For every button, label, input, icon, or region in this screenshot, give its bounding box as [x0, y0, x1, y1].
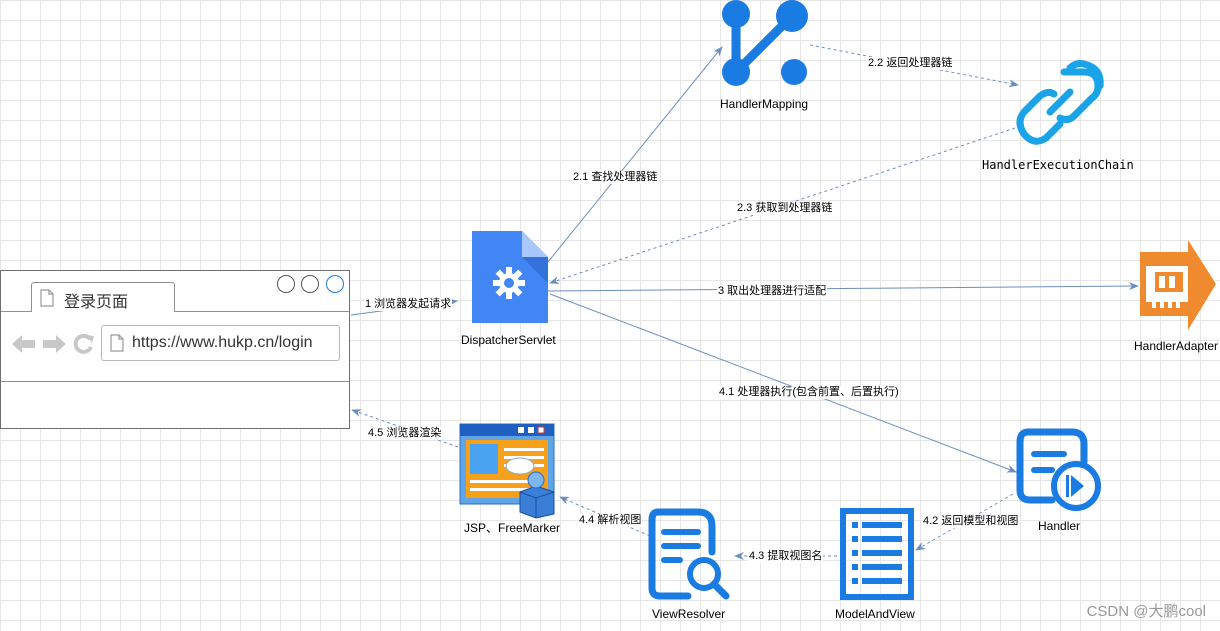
- forward-arrow-icon[interactable]: [41, 333, 67, 355]
- edge-3-label: 3 取出处理器进行适配: [717, 285, 828, 298]
- url-text: https://www.hukp.cn/login: [132, 334, 313, 351]
- edge-1-label: 1 浏览器发起请求: [364, 298, 453, 311]
- chain-link-icon: [1016, 60, 1104, 145]
- handler-execution-chain-label: HandlerExecutionChain: [982, 158, 1134, 172]
- edge-2-3-label: 2.3 获取到处理器链: [736, 202, 834, 215]
- edge-2-1-label: 2.1 查找处理器链: [572, 171, 659, 184]
- page-icon: [110, 334, 124, 352]
- network-card-icon: [1140, 240, 1216, 330]
- handler-label: Handler: [1038, 519, 1081, 533]
- edge-4-5-label: 4.5 浏览器渲染: [367, 427, 443, 440]
- gear-document-icon: [472, 231, 548, 323]
- refresh-icon[interactable]: [72, 333, 96, 355]
- browser-tab-title: 登录页面: [64, 294, 129, 311]
- handler-mapping-label: HandlerMapping: [720, 97, 809, 111]
- view-resolver-label: ViewResolver: [652, 607, 726, 621]
- page-icon: [40, 289, 54, 307]
- window-button-3[interactable]: [326, 275, 344, 293]
- jsp-freemarker-label: JSP、FreeMarker: [464, 521, 561, 535]
- browser-tabbar: 登录页面: [1, 271, 349, 312]
- browser-window: 登录页面 https://www.hukp.cn/login: [0, 270, 350, 429]
- browser-tab[interactable]: 登录页面: [31, 282, 175, 312]
- dispatcher-servlet-label: DispatcherServlet: [461, 333, 556, 347]
- edge-4-2-label: 4.2 返回模型和视图: [922, 515, 1020, 528]
- back-arrow-icon[interactable]: [11, 333, 37, 355]
- edge-2-2-label: 2.2 返回处理器链: [867, 57, 954, 70]
- handler-adapter-label: HandlerAdapter: [1134, 339, 1219, 353]
- edge-4-4-label: 4.4 解析视图: [578, 514, 643, 527]
- watermark: CSDN @大鹏cool: [1086, 603, 1206, 620]
- hierarchy-icon: [722, 0, 808, 86]
- browser-navbar: https://www.hukp.cn/login: [1, 311, 349, 382]
- edge-2-3: [549, 127, 1016, 284]
- window-button-2[interactable]: [301, 275, 319, 293]
- play-document-icon: [1016, 428, 1101, 511]
- search-document-icon: [648, 508, 730, 600]
- web-page-user-icon: [459, 423, 555, 519]
- list-document-icon: [840, 508, 914, 600]
- edge-4-3-label: 4.3 提取视图名: [748, 550, 824, 563]
- edge-2-1: [539, 46, 723, 272]
- edge-4-1-label: 4.1 处理器执行(包含前置、后置执行): [718, 386, 900, 399]
- edge-4-1: [549, 293, 1017, 473]
- url-bar[interactable]: https://www.hukp.cn/login: [101, 325, 340, 361]
- model-and-view-label: ModelAndView: [835, 607, 915, 621]
- edge-2-2: [809, 44, 1019, 88]
- window-button-1[interactable]: [277, 275, 295, 293]
- edge-3: [538, 282, 1139, 296]
